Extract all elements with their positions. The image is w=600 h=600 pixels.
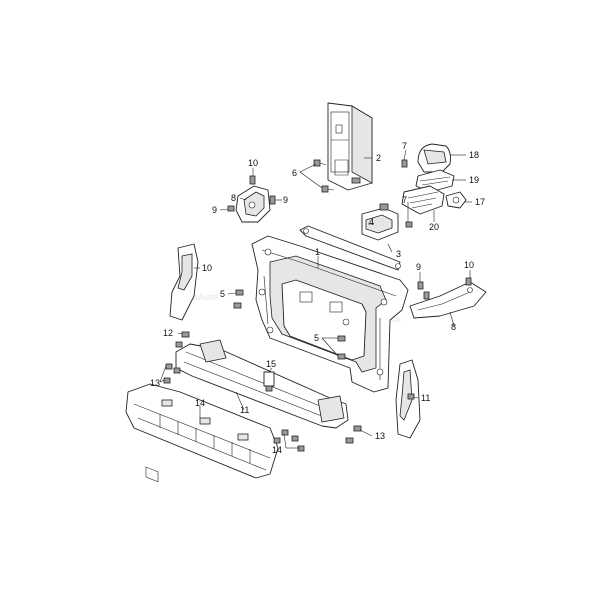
cover-plate-part-2: [327, 102, 373, 191]
callout-9-right: 9: [416, 262, 421, 272]
air-guide-part-11-right: [395, 359, 421, 439]
callout-8-left: 8: [231, 193, 236, 203]
callout-labels: 2 6 10 8 9 9 7 18 19 17 20 7 4 3 1 10 5 …: [150, 141, 485, 455]
callout-13-left: 12: [163, 328, 173, 338]
connector-part-17: [445, 191, 467, 209]
watermark: ExtraAuto .ua: [175, 292, 402, 324]
callout-8-right: 8: [451, 322, 456, 332]
bolt-part-6: [313, 159, 335, 193]
callout-6: 6: [292, 168, 297, 178]
callout-14-right: 14: [272, 445, 282, 455]
watermark-text: ExtraAuto: [175, 292, 219, 302]
lock-part-4: [361, 203, 399, 241]
bolt-part-7: [401, 159, 413, 228]
callout-3: 3: [396, 249, 401, 259]
bracket-part-8-right: [409, 277, 487, 319]
callout-13-right: 13: [375, 431, 385, 441]
callout-10-right: 10: [464, 260, 474, 270]
callout-17: 17: [475, 197, 485, 207]
callout-1: 1: [315, 247, 320, 257]
callout-10-left: 10: [248, 158, 258, 168]
watermark-suffix: .ua: [388, 314, 402, 324]
callout-11-right: 11: [421, 393, 430, 403]
module-part-19: [415, 169, 455, 193]
bolt-part-13: [181, 331, 362, 444]
callout-18: 18: [469, 150, 479, 160]
callout-7-top: 7: [402, 141, 407, 151]
callout-5-left: 5: [220, 289, 225, 299]
bolt-part-5: [233, 289, 346, 360]
absorber-cells: [145, 466, 159, 483]
callout-9-top: 9: [283, 195, 288, 205]
bracket-part-8-left: [227, 175, 276, 223]
lock-carrier-part-1: [251, 235, 409, 393]
bumper-reinforcement-part-12: [173, 339, 349, 429]
callout-16: 15: [266, 359, 276, 369]
module-part-20: [401, 185, 445, 215]
bolt-part-14: [163, 363, 305, 452]
callout-9-left: 9: [212, 205, 217, 215]
cable-part-3: [299, 225, 401, 271]
callout-4: 4: [369, 217, 374, 227]
callout-14-left: 13: [150, 378, 160, 388]
callout-2: 2: [376, 153, 381, 163]
callout-12: 11: [240, 405, 249, 415]
energy-absorber-part-15: [125, 383, 279, 483]
callout-7-mid: 7: [402, 195, 407, 205]
leader-lines: [159, 149, 472, 449]
callout-15: 14: [195, 398, 205, 408]
callout-19: 19: [469, 175, 479, 185]
module-part-18: [417, 143, 451, 173]
callout-20: 20: [429, 222, 439, 232]
callout-5-mid: 5: [314, 333, 319, 343]
callout-11-left: 10: [202, 263, 212, 273]
air-guide-part-11-left: [169, 243, 199, 321]
